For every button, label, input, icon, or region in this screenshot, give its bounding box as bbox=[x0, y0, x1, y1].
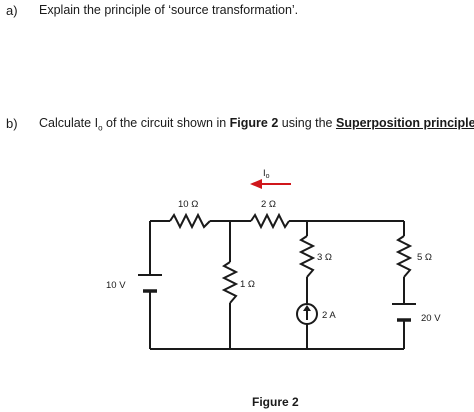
current-arrow-icon-head bbox=[250, 179, 262, 189]
question-a-text: Explain the principle of ‘source transfo… bbox=[39, 3, 299, 17]
text-part: of the circuit shown in bbox=[102, 116, 230, 130]
text-part: using the bbox=[278, 116, 336, 130]
current-label-sub: o bbox=[266, 173, 270, 180]
label-5-ohm: 5 Ω bbox=[417, 252, 432, 263]
label-2-a: 2 A bbox=[322, 310, 336, 321]
resistor-10-ohm bbox=[169, 212, 211, 230]
label-2-ohm: 2 Ω bbox=[261, 199, 276, 210]
resistor-2-ohm bbox=[250, 212, 290, 230]
label-10-ohm: 10 Ω bbox=[178, 199, 198, 210]
current-label: Io bbox=[263, 168, 270, 180]
label-10-v: 10 V bbox=[106, 280, 126, 291]
label-20-v: 20 V bbox=[421, 313, 441, 324]
principle-name: Superposition principle bbox=[335, 116, 474, 130]
label-3-ohm: 3 Ω bbox=[317, 252, 332, 263]
current-label-main: I bbox=[263, 168, 266, 179]
question-a-label: a) bbox=[6, 3, 18, 18]
question-b-text: Calculate Io of the circuit shown in Fig… bbox=[39, 116, 474, 133]
figure-caption: Figure 2 bbox=[252, 395, 299, 409]
resistor-1-ohm bbox=[221, 261, 239, 304]
text-subscript: o bbox=[98, 123, 103, 133]
label-1-ohm: 1 Ω bbox=[240, 279, 255, 290]
question-b-label: b) bbox=[6, 116, 18, 131]
current-source-2a bbox=[296, 303, 318, 325]
text-part: Calculate I bbox=[39, 116, 99, 130]
figure-reference: Figure 2 bbox=[229, 116, 279, 130]
arrow-up-icon-head bbox=[303, 305, 311, 311]
resistor-5-ohm bbox=[395, 235, 413, 278]
resistor-3-ohm bbox=[298, 235, 316, 278]
